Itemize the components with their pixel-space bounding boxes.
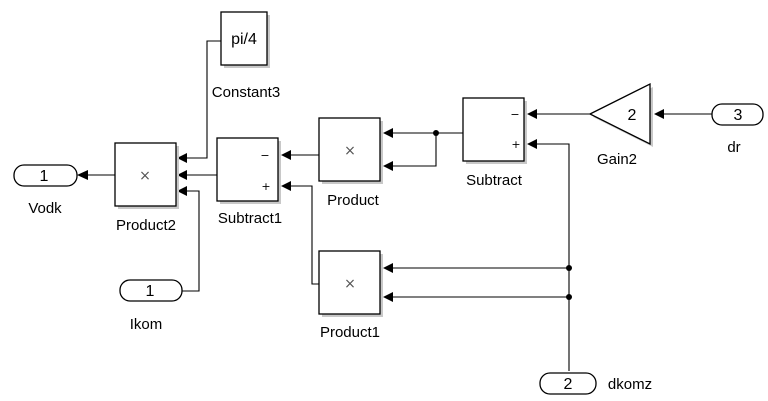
subtract-block[interactable]: − +: [462, 97, 527, 164]
branch-point-dkomz-2: [566, 294, 572, 300]
product2-label: Product2: [116, 217, 176, 234]
branch-point-subtract-out: [433, 130, 439, 136]
wire-constant3-to-product2: [186, 40, 221, 159]
inport-dr[interactable]: 3: [711, 103, 764, 126]
outport-vodk-label: Vodk: [28, 200, 62, 217]
inport-ikom-label: Ikom: [130, 316, 163, 333]
wire-subtract-branch: [392, 133, 437, 167]
gain2-label: Gain2: [597, 151, 637, 168]
arrow-into-product2-2: [177, 170, 187, 180]
signal-arrowheads: [77, 109, 664, 302]
subtract-minus-sign: −: [510, 108, 519, 121]
subtract1-label: Subtract1: [218, 210, 282, 227]
arrow-into-subtract1-minus: [281, 150, 291, 160]
outport-vodk-number: 1: [40, 168, 49, 185]
product-block[interactable]: ×: [318, 117, 383, 184]
wire-product1-to-subtract1: [290, 185, 319, 285]
arrow-into-product1-b: [383, 292, 393, 302]
arrow-into-product-a: [383, 128, 393, 138]
constant3-label: Constant3: [212, 84, 280, 101]
inport-dkomz-label: dkomz: [608, 376, 652, 393]
signal-wires: [88, 40, 712, 371]
wire-ikom-to-product2: [182, 190, 200, 292]
arrow-into-subtract-minus: [527, 109, 537, 119]
gain2-value: 2: [628, 107, 637, 124]
product1-block[interactable]: ×: [318, 250, 383, 317]
arrow-into-product2-3: [177, 186, 187, 196]
subtract1-plus-sign: +: [261, 180, 270, 193]
gain2-block[interactable]: 2: [588, 82, 653, 147]
subtract-label: Subtract: [466, 172, 523, 189]
subtract1-minus-sign: −: [260, 149, 269, 162]
product2-multiply-icon: ×: [139, 168, 151, 184]
product1-multiply-icon: ×: [344, 276, 356, 292]
arrow-into-product-b: [383, 161, 393, 171]
arrow-into-gain2: [654, 109, 664, 119]
inport-dkomz[interactable]: 2: [539, 372, 597, 395]
arrow-into-subtract-plus: [527, 139, 537, 149]
inport-dr-number: 3: [734, 107, 743, 124]
subtract1-block[interactable]: − +: [216, 137, 281, 204]
product-label: Product: [327, 192, 380, 209]
constant3-block[interactable]: pi/4: [220, 11, 270, 68]
arrow-into-subtract1-plus: [281, 181, 291, 191]
subtract-plus-sign: +: [511, 138, 520, 151]
wire-dkomz-trunk: [536, 143, 570, 371]
constant3-value: pi/4: [231, 31, 257, 48]
inport-dr-label: dr: [727, 139, 740, 156]
arrow-into-product2-1: [177, 153, 187, 163]
product1-label: Product1: [320, 324, 380, 341]
inport-ikom[interactable]: 1: [119, 279, 183, 302]
inport-dkomz-number: 2: [564, 376, 573, 393]
product2-block[interactable]: ×: [114, 142, 179, 209]
outport-vodk[interactable]: 1: [13, 164, 78, 187]
product-multiply-icon: ×: [344, 143, 356, 159]
branch-point-dkomz-1: [566, 265, 572, 271]
arrow-into-vodk: [77, 170, 88, 180]
arrow-into-product1-a: [383, 263, 393, 273]
inport-ikom-number: 1: [146, 283, 155, 300]
